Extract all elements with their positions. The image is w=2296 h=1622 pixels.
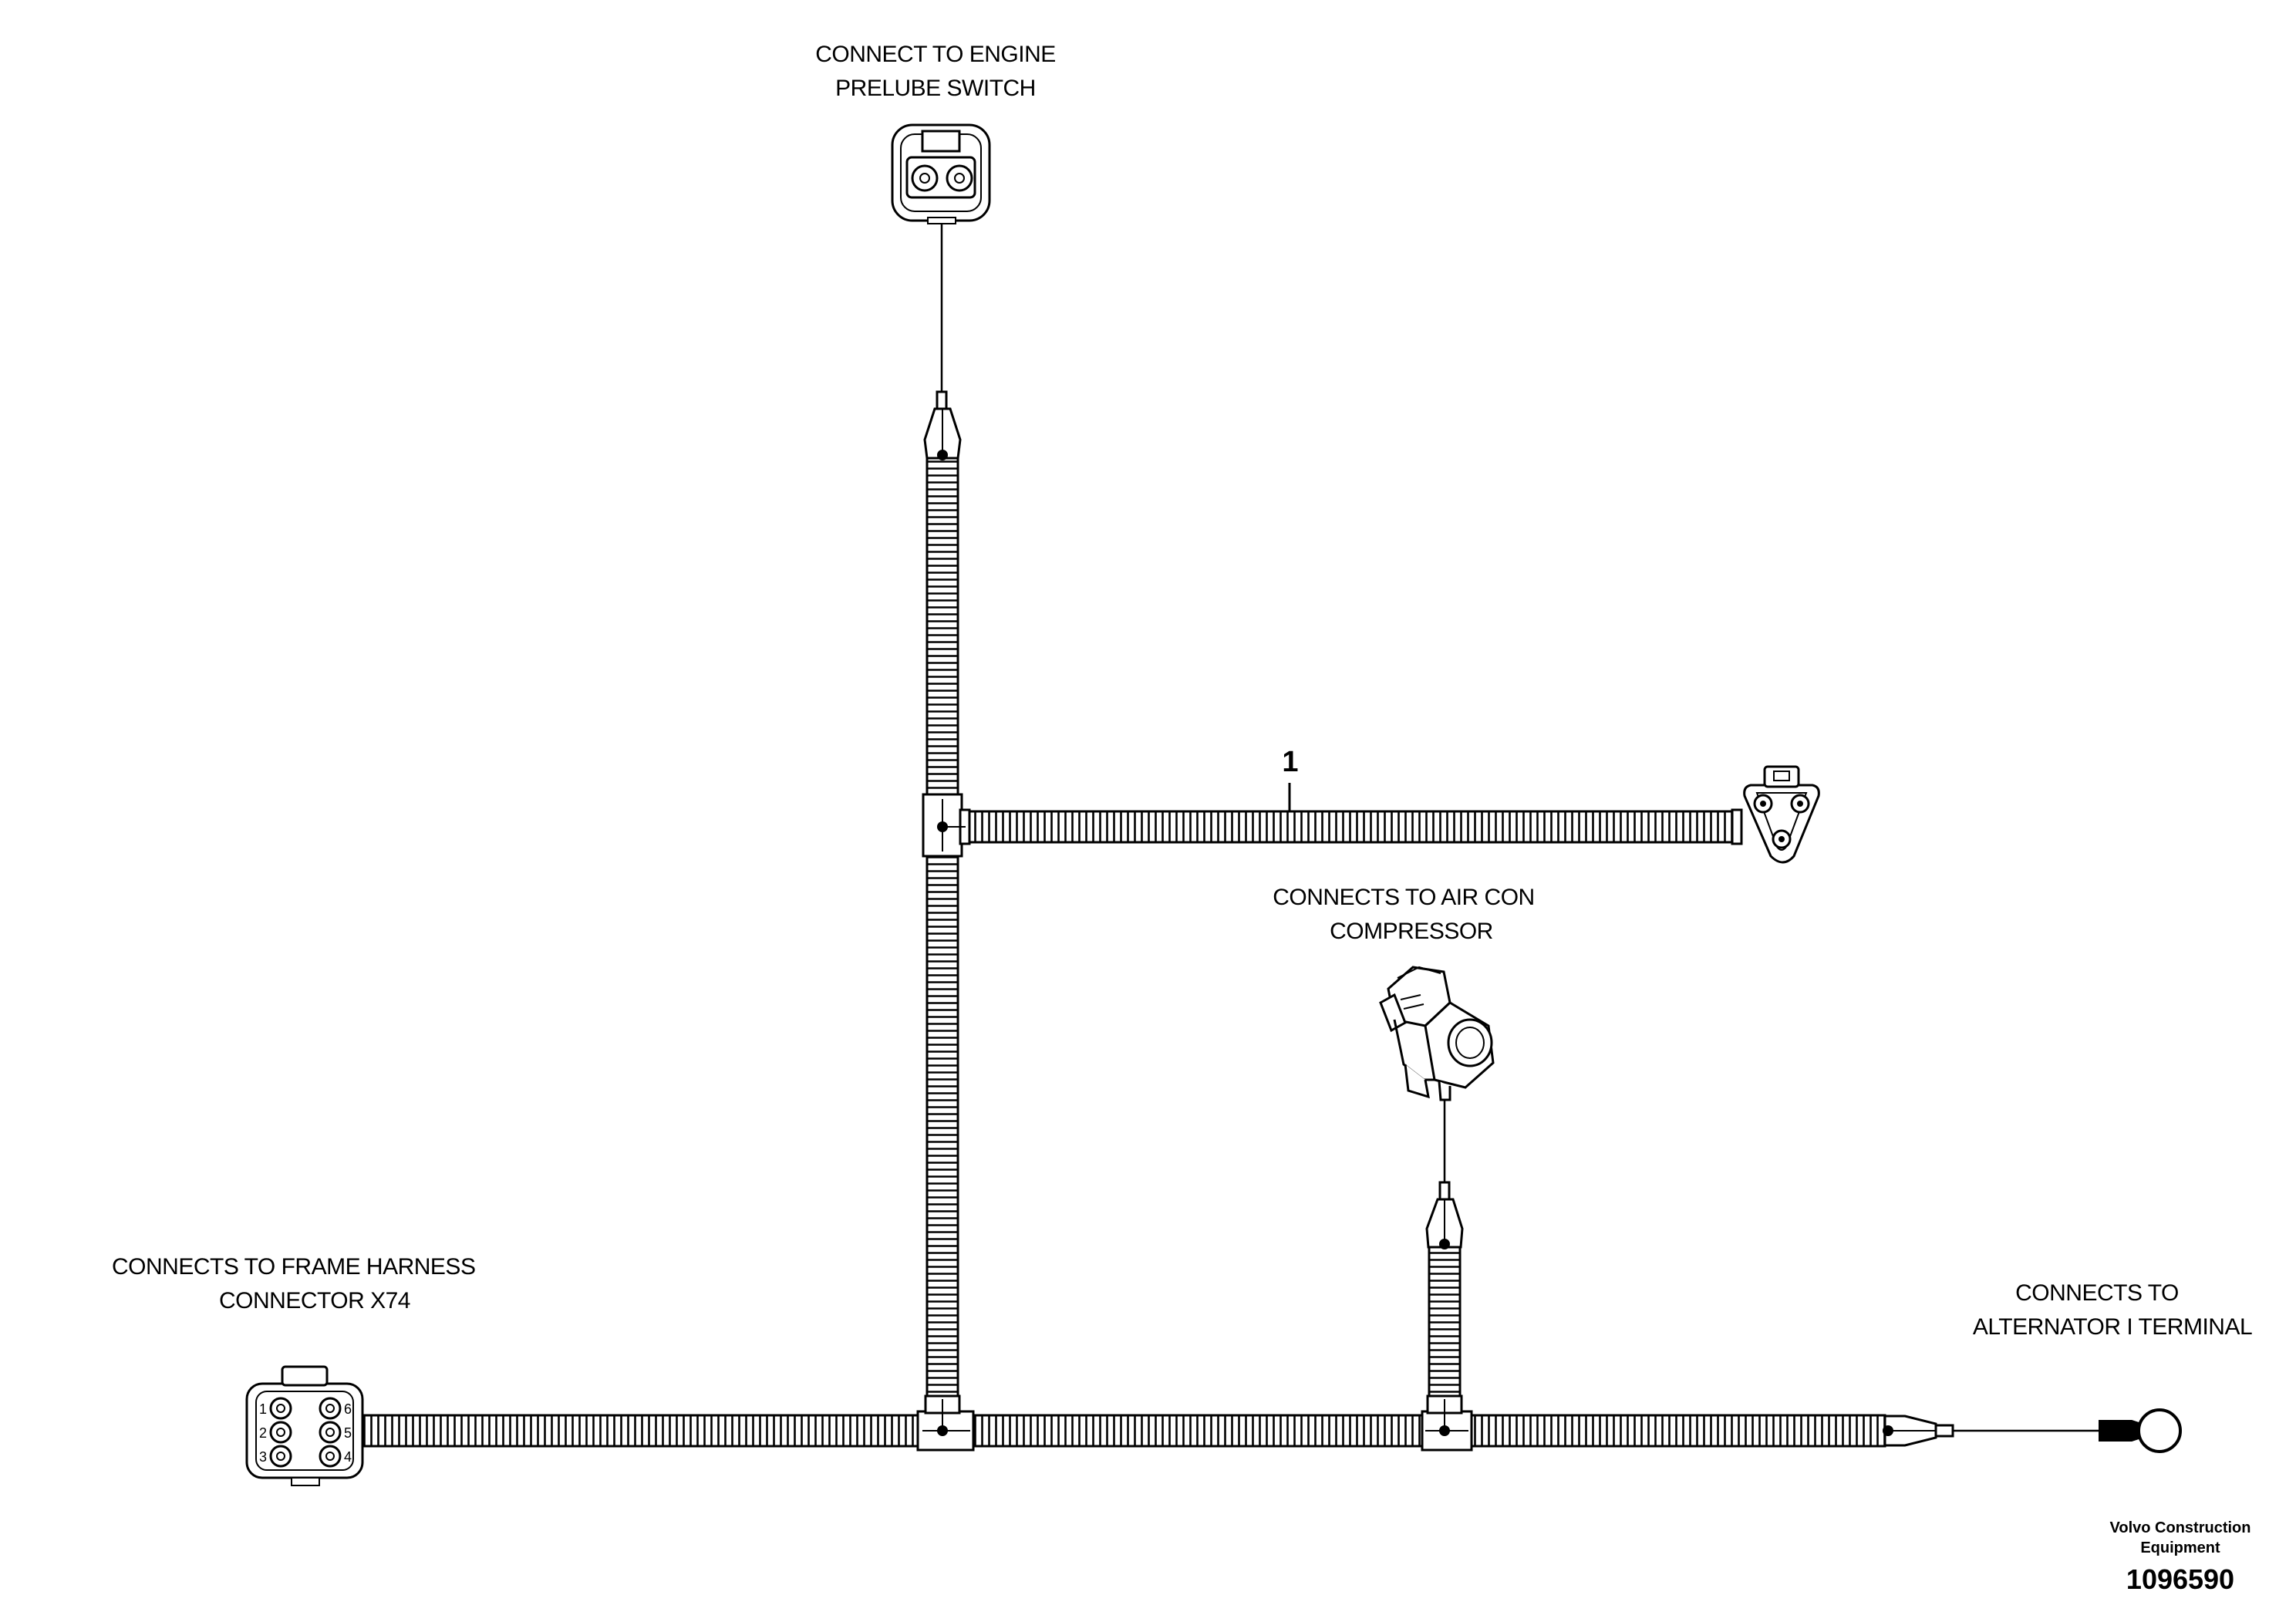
pin-number: 5 — [344, 1425, 352, 1441]
conduit-branch-right — [963, 810, 1734, 844]
label-line: CONNECTS TO FRAME HARNESS — [112, 1254, 475, 1280]
pin-5 — [319, 1421, 342, 1444]
company-name: Volvo Construction — [2110, 1519, 2251, 1536]
junction-top — [922, 793, 971, 858]
pin-number: 2 — [259, 1425, 267, 1441]
pin-4 — [319, 1445, 342, 1468]
connector-alternator-ring-terminal — [2099, 1408, 2182, 1453]
label-line: COMPRESSOR — [1330, 919, 1493, 944]
label-air-con-compressor: CONNECTS TO AIR CON COMPRESSOR — [1273, 885, 1535, 944]
pin-number: 3 — [259, 1449, 267, 1465]
label-line: ALTERNATOR I TERMINAL — [1973, 1314, 2252, 1340]
boot-air-con — [1425, 1181, 1464, 1249]
connector-branch-1-three-pin — [1731, 765, 1820, 864]
label-line: CONNECTOR X74 — [219, 1288, 410, 1313]
pin-number: 1 — [259, 1401, 267, 1417]
connector-frame-harness-x74: 1 2 3 6 5 4 — [245, 1365, 364, 1486]
boot-alternator — [1883, 1415, 1954, 1447]
company-name: Equipment — [2140, 1539, 2220, 1556]
label-line: CONNECT TO ENGINE — [815, 42, 1056, 67]
junction-bottom-left — [916, 1394, 975, 1452]
pin-6 — [319, 1397, 342, 1420]
conduit-vertical-upper — [925, 454, 959, 800]
conduit-bottom-right — [1470, 1414, 1886, 1448]
conduit-vertical-lower — [925, 853, 959, 1401]
label-engine-prelube-switch: CONNECT TO ENGINE PRELUBE SWITCH — [815, 42, 1056, 101]
figure-number: 1096590 — [2126, 1563, 2234, 1595]
callout-number: 1 — [1282, 746, 1298, 778]
label-alternator-terminal: CONNECTS TO ALTERNATOR I TERMINAL — [1973, 1280, 2253, 1340]
pin-number: 4 — [344, 1449, 352, 1465]
connector-air-con-compressor — [1379, 966, 1495, 1101]
label-line: CONNECTS TO — [2015, 1280, 2179, 1306]
label-line: PRELUBE SWITCH — [835, 76, 1036, 101]
connector-prelube-switch — [891, 123, 991, 224]
conduit-air-con — [1428, 1244, 1462, 1400]
pin-number: 6 — [344, 1401, 352, 1417]
footer-figure-id: Volvo Construction Equipment 1096590 — [2110, 1519, 2251, 1595]
label-line: CONNECTS TO AIR CON — [1273, 885, 1534, 910]
pin-3 — [269, 1445, 292, 1468]
boot-prelube — [923, 390, 962, 460]
junction-bottom-right — [1421, 1394, 1473, 1452]
pin-1 — [269, 1397, 292, 1420]
label-frame-harness-connector: CONNECTS TO FRAME HARNESS CONNECTOR X74 — [112, 1254, 476, 1313]
conduit-bottom-middle — [972, 1414, 1424, 1448]
conduit-bottom-left — [361, 1414, 919, 1448]
pin-2 — [269, 1421, 292, 1444]
